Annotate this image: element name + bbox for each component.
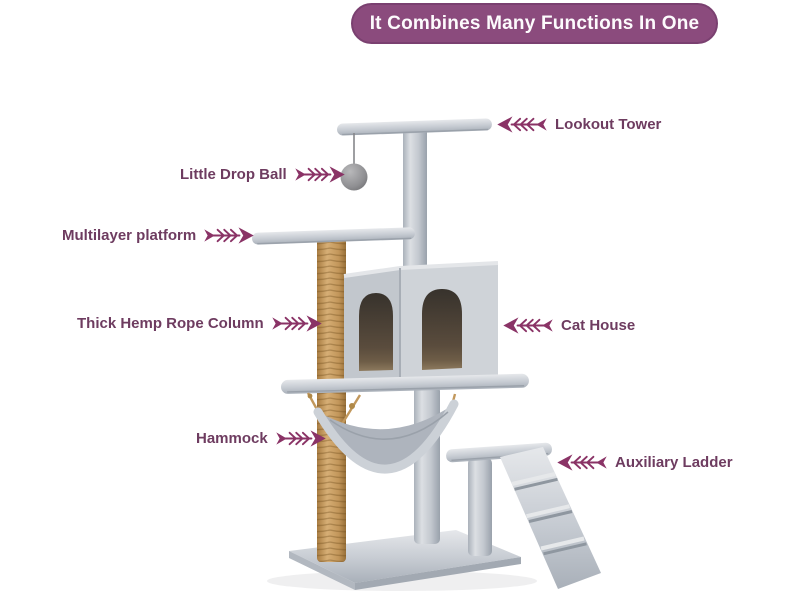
hemp-rope-column: [317, 238, 346, 562]
lookout-tower-board: [337, 118, 492, 136]
fishbone-arrow-left-icon: [497, 115, 547, 133]
label-lookout-tower: Lookout Tower: [496, 113, 661, 135]
cat-house-left-door: [359, 293, 393, 371]
cat-house-box: [343, 261, 499, 389]
fishbone-arrow-right-icon: [204, 226, 254, 244]
title-banner: It Combines Many Functions In One: [351, 3, 718, 44]
label-text: Multilayer platform: [62, 226, 197, 244]
label-text: Auxiliary Ladder: [615, 453, 733, 471]
label-text: Lookout Tower: [555, 115, 662, 133]
label-text: Hammock: [196, 429, 268, 447]
label-text: Cat House: [561, 316, 636, 334]
base-board: [289, 530, 521, 590]
label-cat-house: Cat House: [502, 314, 635, 336]
fishbone-arrow-left-icon: [557, 453, 607, 471]
cat-house-right-door: [422, 289, 462, 370]
banner-text: It Combines Many Functions In One: [369, 12, 700, 34]
hammock-sling: [306, 392, 459, 474]
label-text: Little Drop Ball: [180, 165, 287, 183]
label-thick-hemp-rope-column: Thick Hemp Rope Column: [77, 312, 323, 334]
label-little-drop-ball: Little Drop Ball: [180, 163, 346, 185]
auxiliary-ladder-board: [500, 447, 601, 589]
center-pole: [414, 386, 440, 544]
fishbone-arrow-left-icon: [503, 316, 553, 334]
label-text: Thick Hemp Rope Column: [77, 314, 264, 332]
fishbone-arrow-right-icon: [276, 429, 326, 447]
fishbone-arrow-right-icon: [271, 314, 322, 332]
middle-platform-board: [281, 373, 529, 394]
drop-ball-toy: [340, 133, 368, 191]
label-hammock: Hammock: [196, 427, 327, 449]
side-pole: [468, 458, 492, 556]
label-multilayer-platform: Multilayer platform: [62, 224, 255, 246]
multilayer-platform-board: [252, 227, 415, 245]
fishbone-arrow-right-icon: [294, 165, 345, 183]
label-auxiliary-ladder: Auxiliary Ladder: [556, 451, 733, 473]
tower-pole: [403, 126, 427, 272]
